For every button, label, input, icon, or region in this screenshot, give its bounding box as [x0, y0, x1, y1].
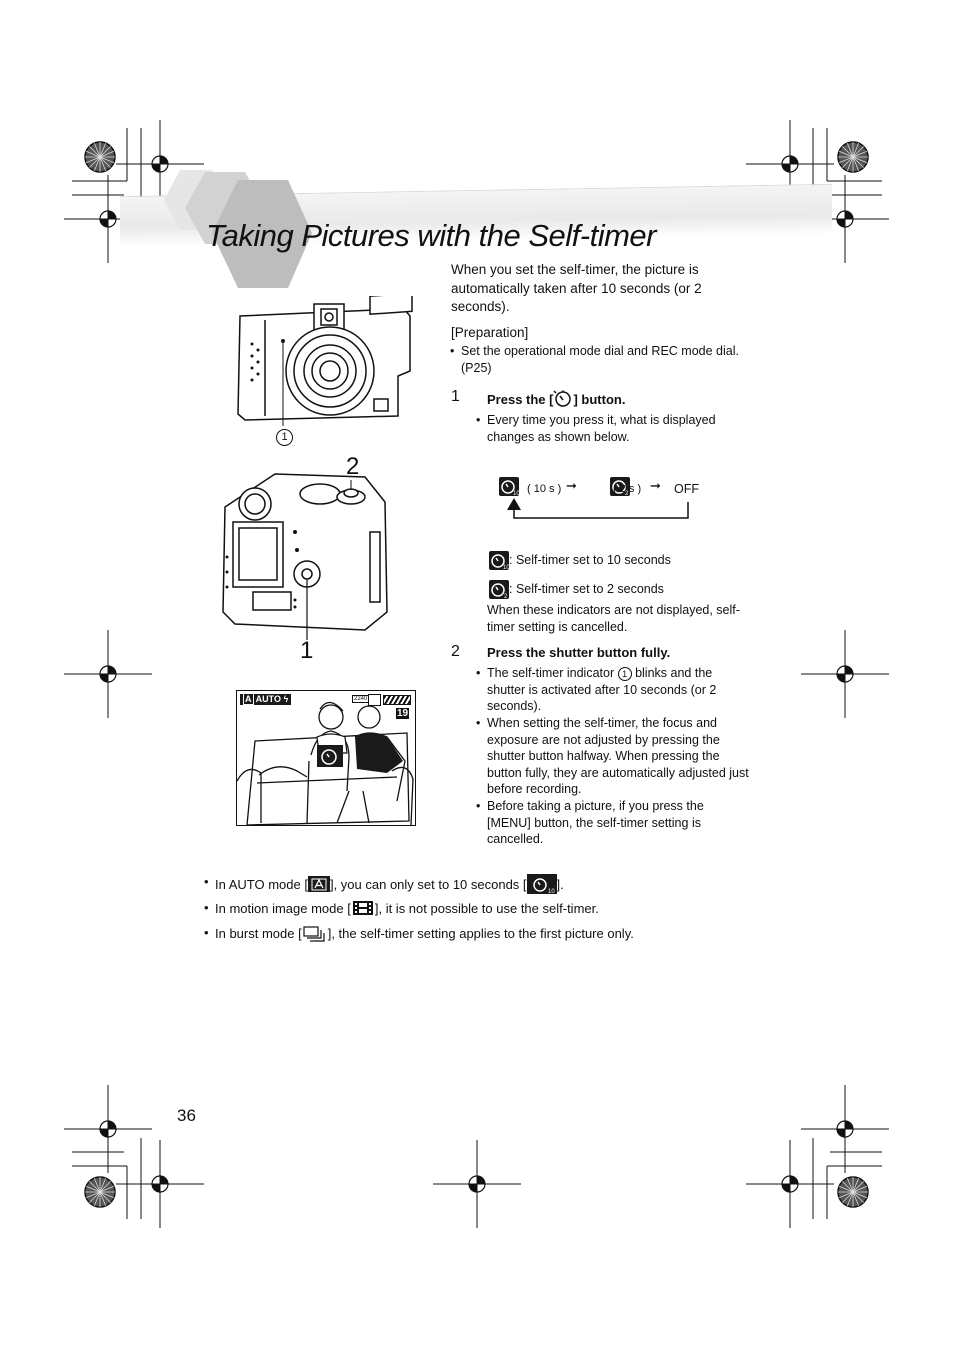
self-timer-10s-icon: 10 — [489, 551, 509, 570]
step-2-number: 2 — [451, 643, 460, 660]
svg-text:10: 10 — [548, 889, 555, 894]
bullet-dot: • — [450, 344, 455, 358]
step-2-bullet-1: • The self-timer indicator 1 blinks and … — [476, 665, 749, 715]
hexagon-decoration — [164, 170, 312, 288]
legend-2s: 2: Self-timer set to 2 seconds — [489, 580, 664, 599]
label-shutter-button: 2 — [346, 453, 360, 480]
note-burst-b: ], the self-timer setting applies to the… — [327, 926, 634, 941]
auto-mode-icon — [307, 876, 330, 892]
step-2-bullet-3-text: Before taking a picture, if you press th… — [487, 799, 704, 846]
page-number: 36 — [177, 1106, 196, 1125]
lcd-mode-indicator: A AUTO ϟ — [240, 693, 292, 705]
preparation-bullet-text: Set the operational mode dial and REC mo… — [461, 344, 739, 375]
svg-text:2: 2 — [625, 491, 629, 496]
step-2-title: Press the shutter button fully. — [487, 645, 671, 660]
page-title: Taking Pictures with the Self-timer — [206, 218, 656, 253]
note-motion-b: ], it is not possible to use the self-ti… — [374, 901, 599, 916]
cycle-off-label: OFF — [674, 482, 699, 496]
step-1-title: Press the [ ] button. — [487, 390, 625, 408]
camera-back-illustration — [222, 473, 388, 640]
legend-10s: 10: Self-timer set to 10 seconds — [489, 551, 671, 570]
lcd-shot-count: 19 — [396, 708, 410, 719]
camera-front-illustration — [237, 296, 413, 426]
note-auto-c: ]. — [556, 877, 564, 892]
step-2-bullet-2-text: When setting the self-timer, the focus a… — [487, 716, 749, 796]
note-burst-a: In burst mode [ — [215, 926, 302, 941]
step-2-bullet-3: • Before taking a picture, if you press … — [476, 798, 749, 848]
self-timer-10s-icon: 10 — [526, 874, 557, 895]
bullet-dot: • — [476, 666, 481, 680]
label-self-timer-button: 1 — [300, 637, 314, 664]
flash-icon: ϟ — [283, 694, 289, 704]
svg-text:2: 2 — [504, 594, 508, 599]
legend-note: When these indicators are not displayed,… — [487, 603, 740, 634]
bullet-dot: • — [476, 413, 481, 427]
step-1-bullet: • Every time you press it, what is displ… — [476, 412, 747, 445]
bullet-dot: • — [476, 799, 481, 813]
arrow-right-icon: ➞ — [650, 478, 661, 493]
self-timer-10s-icon: 10 — [499, 477, 519, 496]
legend-10s-text: : Self-timer set to 10 seconds — [509, 552, 671, 567]
lcd-auto-label: AUTO — [255, 694, 282, 704]
bullet-dot: • — [204, 900, 209, 915]
self-timer-2s-icon: 2 — [489, 580, 509, 599]
bullet-dot: • — [204, 874, 209, 889]
callout-number-circle: 1 — [617, 667, 632, 681]
return-arrow-icon — [507, 498, 689, 519]
note-motion-a: In motion image mode [ — [215, 901, 351, 916]
cycle-2s-label: ( 2 s ) — [613, 483, 642, 495]
svg-text:10: 10 — [503, 565, 509, 570]
preparation-bullet: • Set the operational mode dial and REC … — [450, 343, 741, 376]
bullet-dot: • — [476, 716, 481, 730]
intro-text: When you set the self-timer, the picture… — [451, 262, 702, 314]
arrow-right-icon: ➞ — [566, 478, 577, 493]
step-1-title-pre: Press the [ — [487, 392, 554, 407]
note-auto-b: ], you can only set to 10 seconds [ — [329, 877, 527, 892]
self-timer-icon — [553, 390, 572, 407]
motion-image-icon — [350, 900, 375, 916]
legend-2s-text: : Self-timer set to 2 seconds — [509, 581, 664, 596]
lcd-scene-couple — [237, 701, 414, 825]
callout-1-circle: 1 — [276, 429, 293, 446]
step-1-number: 1 — [451, 388, 460, 405]
timer-cycle-diagram: 10 ( 10 s ) ➞ 2 ( 2 s ) ➞ OFF — [498, 476, 718, 522]
burst-mode-icon — [302, 925, 328, 943]
note-motion-mode: • In motion image mode [ ], it is not pos… — [204, 900, 755, 918]
svg-text:10: 10 — [513, 491, 519, 496]
preparation-label: [Preparation] — [451, 325, 529, 340]
note-auto-a: In AUTO mode [ — [215, 877, 308, 892]
note-burst-mode: • In burst mode [ ], the self-timer setti… — [204, 925, 755, 943]
step-1-title-post: ] button. — [573, 392, 626, 407]
note-auto-mode: • In AUTO mode [ ], you can only set to 1… — [204, 874, 755, 895]
step-2-bullet-2: • When setting the self-timer, the focus… — [476, 715, 749, 798]
lcd-quality-icon — [368, 694, 381, 706]
step-2-bullet-1-post: blinks and the shutter is activated afte… — [487, 666, 717, 713]
cycle-10s-label: ( 10 s ) — [527, 483, 562, 495]
self-timer-2s-icon: 2 — [610, 477, 631, 496]
lcd-mode-a: A — [243, 693, 254, 705]
lcd-screen-illustration: A AUTO ϟ 2240 19 — [236, 690, 416, 826]
step-2-bullet-1-pre: The self-timer indicator — [487, 666, 618, 680]
step-1-bullet-text: Every time you press it, what is display… — [487, 413, 716, 444]
bullet-dot: • — [204, 925, 209, 940]
lcd-battery-icon — [383, 695, 411, 705]
